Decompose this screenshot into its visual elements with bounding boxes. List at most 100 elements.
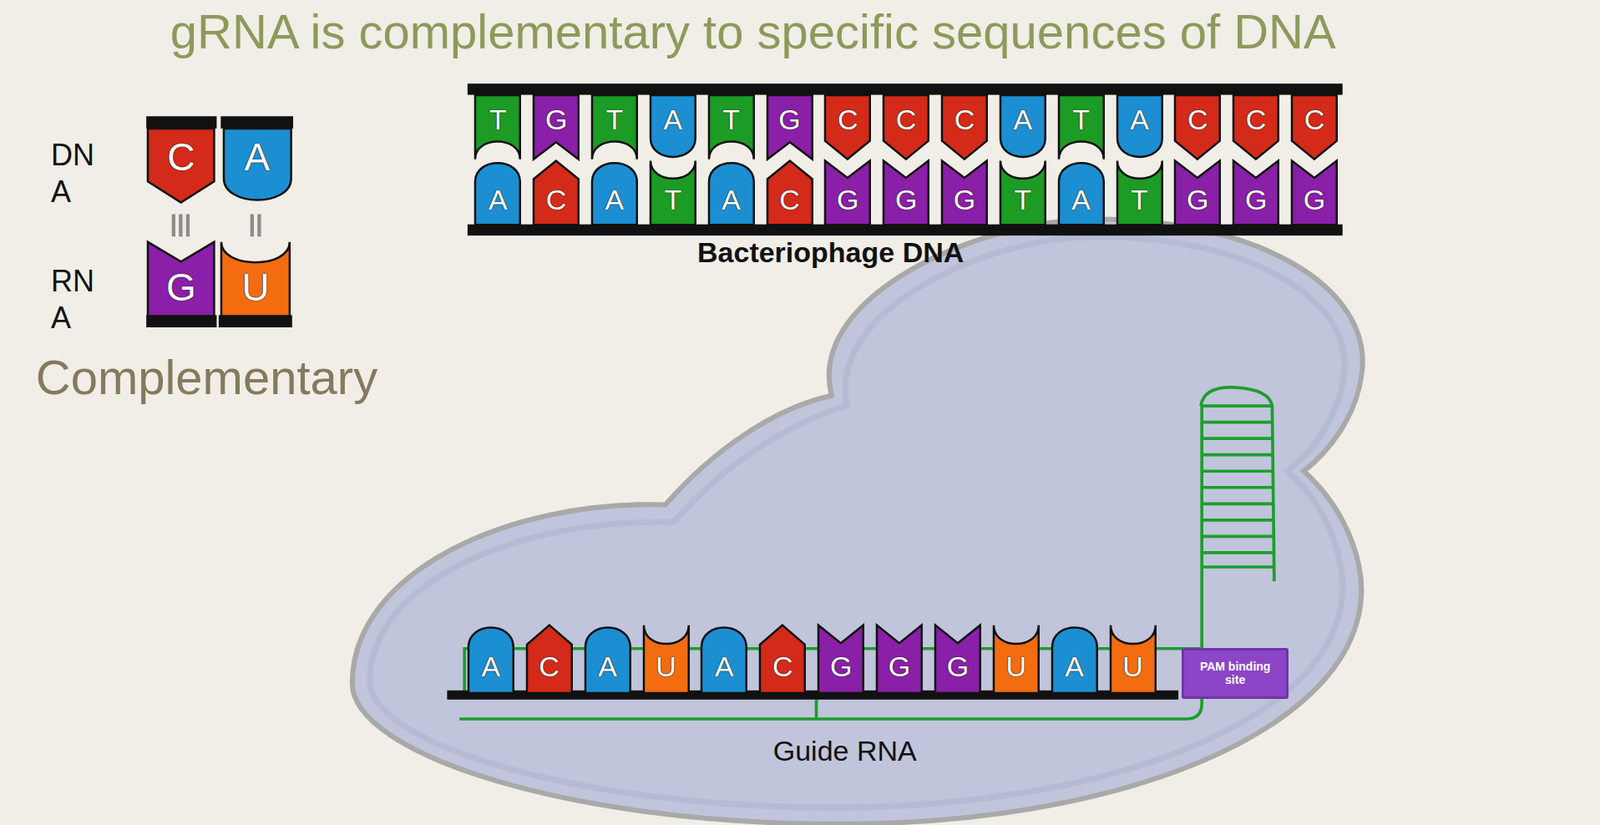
base-letter: T bbox=[722, 105, 740, 134]
base-letter: T bbox=[606, 105, 624, 134]
nucleotide-tile: A bbox=[1117, 95, 1163, 161]
nucleotide-tile: T bbox=[708, 95, 755, 161]
nucleotide-tile: U bbox=[643, 623, 689, 694]
base-letter: A bbox=[721, 185, 741, 214]
base-letter: U bbox=[1122, 652, 1144, 681]
nucleotide-tile: G bbox=[147, 240, 214, 316]
base-letter: U bbox=[1006, 652, 1028, 681]
nucleotide-tile: C bbox=[825, 95, 871, 161]
nucleotide-tile: A bbox=[650, 95, 696, 161]
base-letter: G bbox=[778, 105, 800, 134]
base-letter: C bbox=[837, 105, 859, 134]
nucleotide-tile: A bbox=[468, 623, 514, 694]
base-letter: T bbox=[663, 185, 682, 214]
base-letter: C bbox=[167, 137, 195, 177]
nucleotide-tile: U bbox=[221, 240, 290, 316]
base-letter: G bbox=[1303, 185, 1326, 214]
base-letter: G bbox=[1186, 185, 1209, 214]
base-letter: G bbox=[1245, 185, 1267, 214]
base-letter: A bbox=[1129, 105, 1150, 134]
nucleotide-tile: A bbox=[592, 159, 638, 225]
base-letter: T bbox=[489, 105, 507, 134]
nucleotide-tile: C bbox=[941, 95, 988, 161]
nucleotide-tile: C bbox=[767, 159, 813, 225]
base-letter: T bbox=[1013, 185, 1032, 214]
nucleotide-tile: T bbox=[650, 159, 696, 225]
base-letter: A bbox=[1064, 652, 1084, 681]
nucleotide-tile: U bbox=[1110, 623, 1156, 694]
base-letter: G bbox=[895, 185, 917, 214]
nucleotide-tile: A bbox=[585, 623, 631, 694]
section-heading: Complementary bbox=[35, 348, 378, 407]
cas9-protein bbox=[352, 219, 1363, 825]
strand-label: DN A bbox=[50, 136, 95, 211]
nucleotide-tile: G bbox=[941, 159, 988, 225]
base-letter: G bbox=[836, 185, 859, 214]
base-letter: A bbox=[481, 652, 501, 681]
base-letter: A bbox=[1071, 185, 1091, 214]
base-letter: T bbox=[1072, 105, 1090, 134]
nucleotide-tile: A bbox=[1000, 95, 1046, 161]
base-letter: A bbox=[244, 137, 271, 177]
base-letter: A bbox=[1012, 105, 1033, 134]
base-letter: C bbox=[896, 105, 917, 134]
nucleotide-tile: T bbox=[1000, 159, 1046, 225]
guide-rna-backbone bbox=[459, 387, 1275, 719]
strand-label: RN A bbox=[50, 263, 95, 337]
slide-title: gRNA is complementary to specific sequen… bbox=[170, 2, 1337, 61]
nucleotide-tile: G bbox=[1174, 159, 1221, 225]
cas9-shade bbox=[369, 236, 1346, 808]
base-letter: G bbox=[166, 268, 197, 307]
nucleotide-tile: G bbox=[1291, 159, 1337, 225]
nucleotide-tile: C bbox=[883, 95, 929, 161]
nucleotide-tile: G bbox=[935, 623, 981, 694]
nucleotide-tile: A bbox=[475, 159, 521, 225]
nucleotide-tile: G bbox=[883, 159, 929, 225]
base-letter: C bbox=[1187, 105, 1209, 134]
base-letter: A bbox=[597, 652, 618, 681]
base-letter: C bbox=[546, 185, 568, 214]
base-letter: C bbox=[772, 652, 794, 681]
nucleotide-tile: G bbox=[533, 95, 579, 161]
nucleotide-tile: C bbox=[1174, 95, 1221, 161]
nucleotide-tile: A bbox=[1058, 159, 1104, 225]
base-letter: G bbox=[888, 652, 911, 681]
base-letter: C bbox=[1245, 105, 1267, 134]
nucleotide-tile: G bbox=[1233, 159, 1279, 225]
base-letter: G bbox=[946, 652, 969, 681]
base-letter: G bbox=[545, 105, 568, 134]
base-letter: A bbox=[714, 652, 735, 681]
base-letter: A bbox=[663, 105, 683, 134]
nucleotide-tile: G bbox=[876, 623, 922, 694]
pam-site-box: PAM binding site bbox=[1181, 648, 1289, 699]
base-letter: U bbox=[655, 652, 677, 681]
dna-caption: Bacteriophage DNA bbox=[697, 235, 964, 269]
nucleotide-tile: T bbox=[475, 95, 521, 161]
grna-caption: Guide RNA bbox=[773, 734, 917, 768]
base-letter: G bbox=[953, 185, 976, 214]
nucleotide-tile: G bbox=[825, 159, 871, 225]
nucleotide-tile: A bbox=[708, 159, 755, 225]
nucleotide-tile: A bbox=[701, 623, 747, 694]
nucleotide-tile: G bbox=[767, 95, 813, 161]
nucleotide-tile: C bbox=[533, 159, 579, 225]
nucleotide-tile: C bbox=[759, 623, 806, 694]
nucleotide-tile: U bbox=[993, 623, 1039, 694]
base-letter: G bbox=[830, 652, 852, 681]
nucleotide-tile: G bbox=[818, 623, 864, 694]
hydrogen-bonds bbox=[172, 213, 262, 237]
nucleotide-tile: A bbox=[223, 128, 292, 204]
base-letter: C bbox=[538, 652, 560, 681]
nucleotide-tile: T bbox=[1058, 95, 1104, 161]
nucleotide-tile: C bbox=[1291, 95, 1337, 161]
nucleotide-tile: T bbox=[592, 95, 638, 161]
base-letter: A bbox=[488, 185, 508, 214]
base-letter: T bbox=[1130, 185, 1149, 214]
pam-label: PAM binding site bbox=[1189, 659, 1282, 687]
base-letter: A bbox=[605, 185, 625, 214]
nucleotide-tile: C bbox=[526, 623, 573, 694]
base-letter: U bbox=[241, 268, 269, 307]
nucleotide-tile: C bbox=[1233, 95, 1279, 161]
base-letter: C bbox=[779, 185, 800, 214]
base-letter: C bbox=[954, 105, 976, 134]
